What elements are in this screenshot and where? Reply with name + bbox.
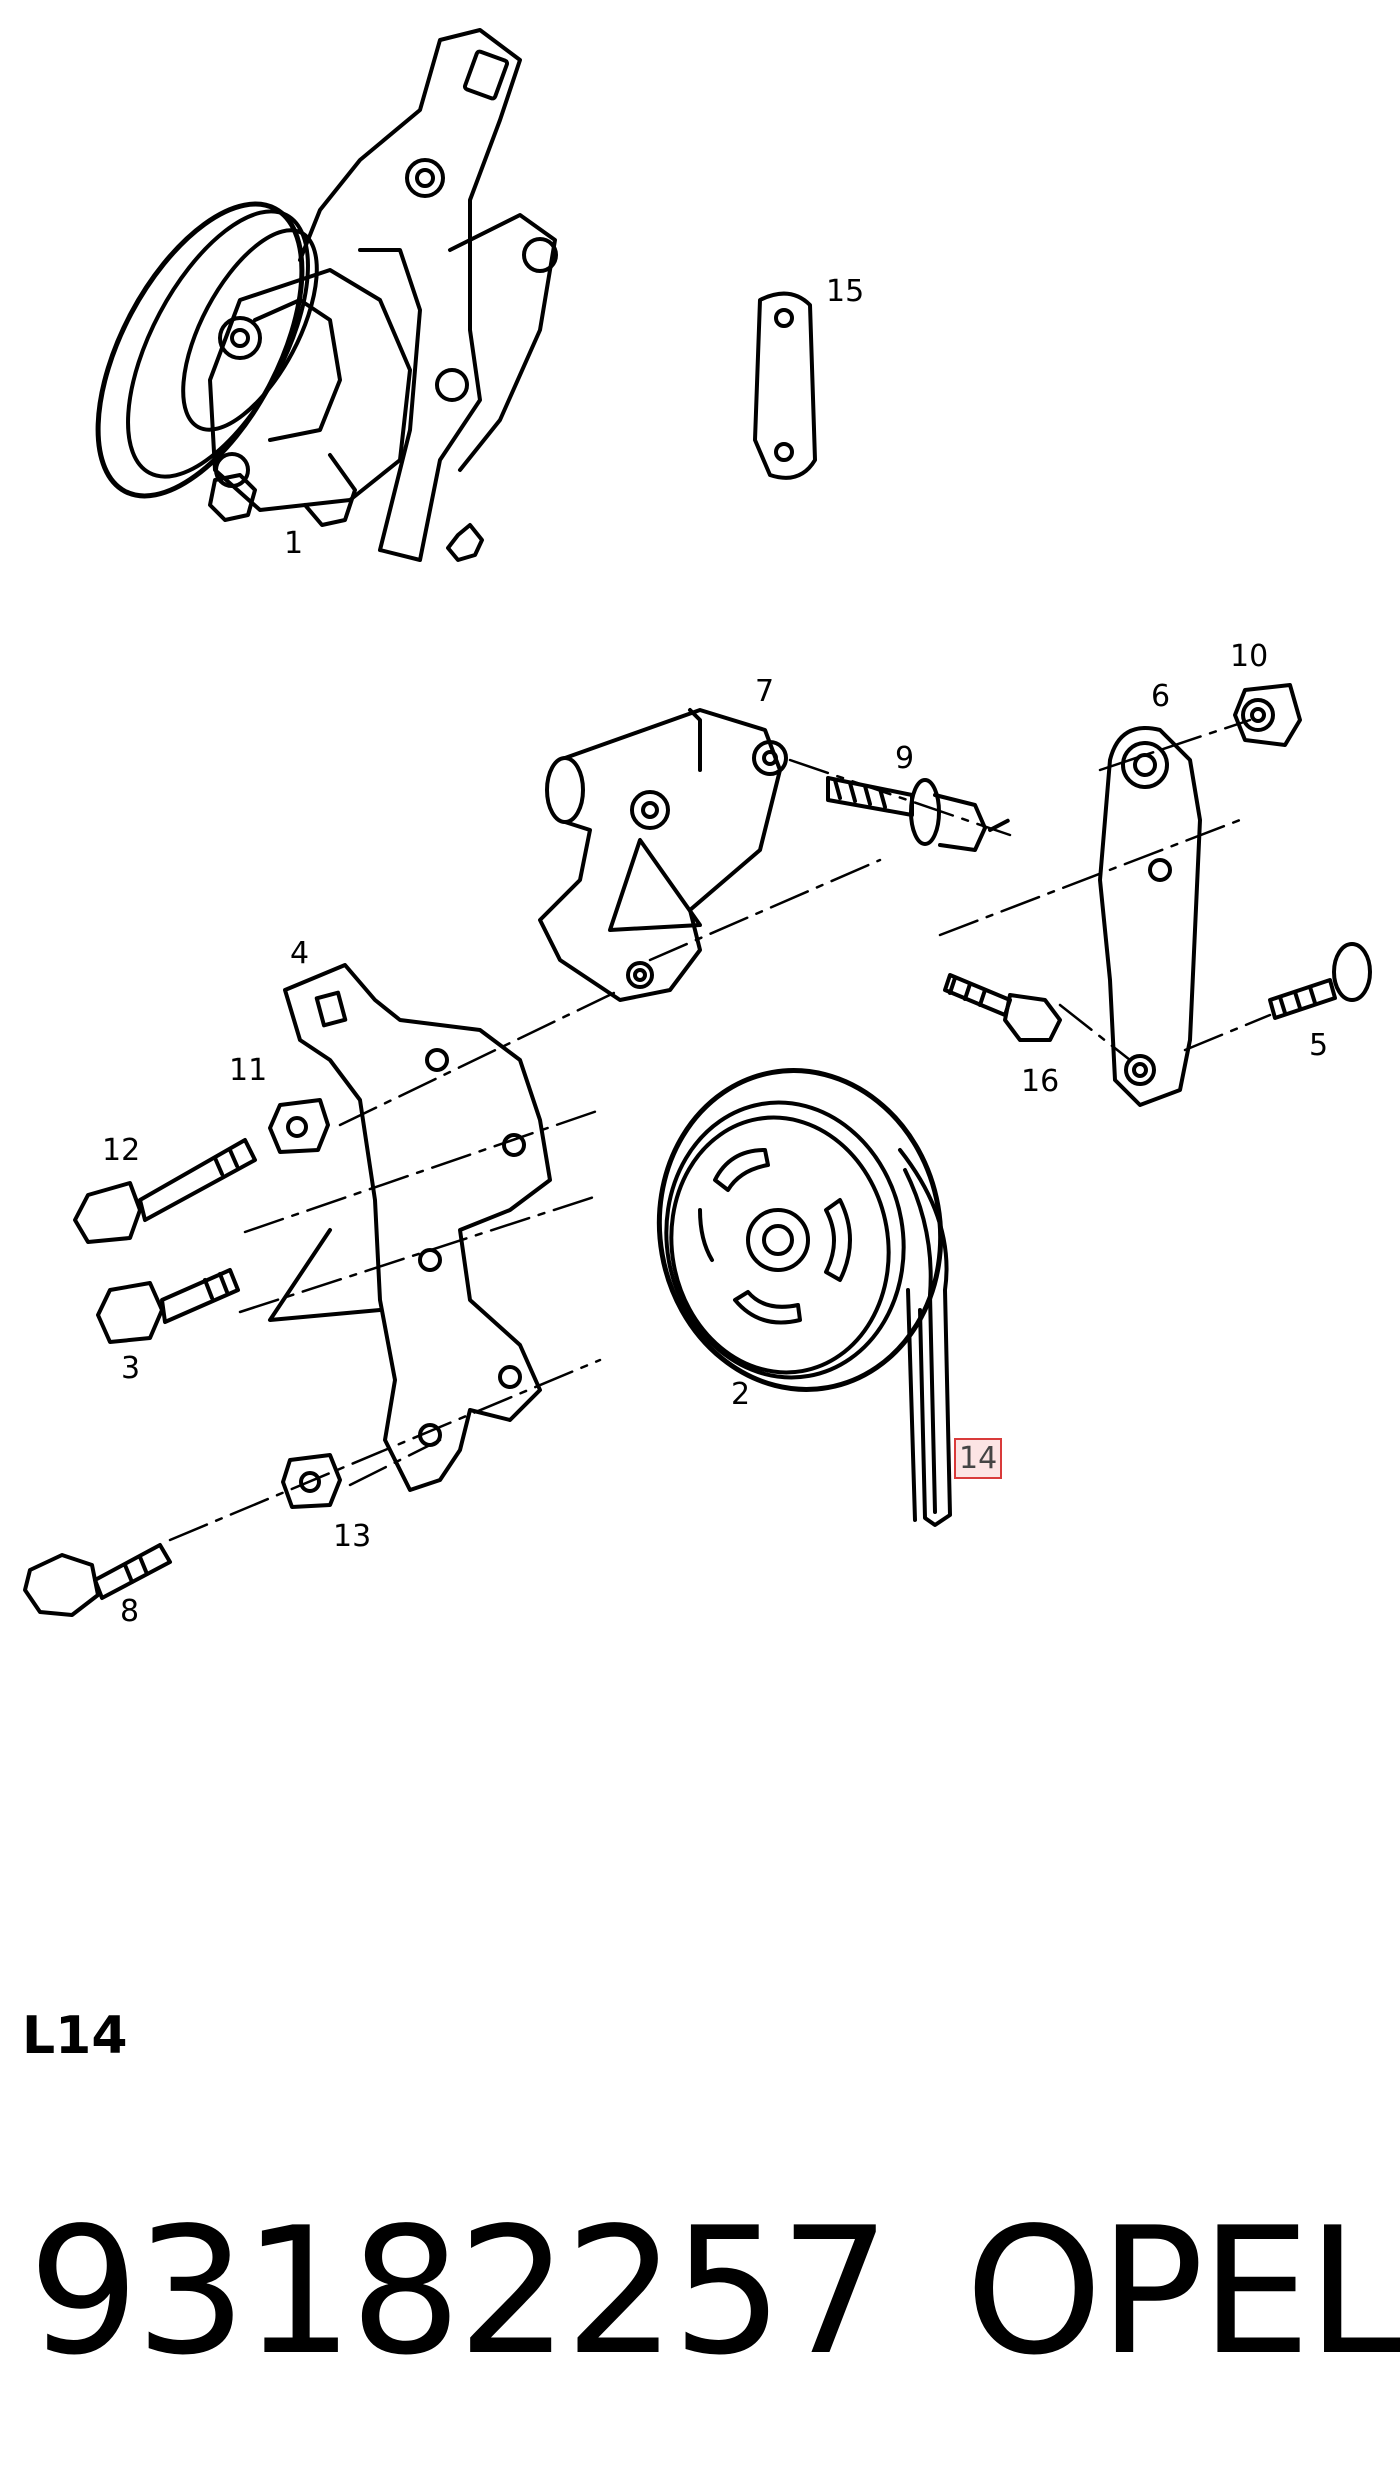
callout-15: 15: [826, 274, 865, 309]
callout-3: 3: [121, 1351, 141, 1386]
flange-nut: [1233, 683, 1302, 747]
drive-belt: [898, 1148, 952, 1527]
engine-bracket-plate: [268, 963, 552, 1492]
callout-4: 4: [290, 936, 310, 971]
flange-bolt: [826, 776, 1017, 852]
callout-6: 6: [1151, 679, 1171, 714]
washer-13: [281, 1453, 342, 1509]
mounting-bracket: [538, 708, 788, 1002]
pulley: [656, 1068, 944, 1392]
assembly-axis-lines: [168, 718, 1272, 1542]
callout-14-highlighted[interactable]: 14: [954, 1438, 1003, 1479]
callout-12: 12: [102, 1133, 141, 1168]
callout-13: 13: [333, 1519, 372, 1554]
bolt-3: [96, 1268, 240, 1344]
power-steering-pump: [95, 28, 558, 562]
callout-1: 1: [284, 526, 304, 561]
adjuster-bracket-arm: [1098, 726, 1202, 1107]
exploded-parts-diagram: [23, 28, 1372, 1617]
long-bolt-12: [73, 1138, 257, 1244]
callout-10: 10: [1230, 639, 1269, 674]
callout-7: 7: [755, 674, 775, 709]
flange-bolt-8: [23, 1543, 172, 1617]
bolt-16: [943, 973, 1062, 1042]
callout-9: 9: [895, 741, 915, 776]
part-number: 93182257: [28, 2191, 891, 2394]
callout-16: 16: [1021, 1064, 1060, 1099]
bolt-5: [1268, 942, 1372, 1020]
callout-5: 5: [1309, 1028, 1329, 1063]
callout-8: 8: [120, 1594, 140, 1629]
callout-11: 11: [229, 1053, 268, 1088]
washer-11: [268, 1098, 330, 1154]
callout-2: 2: [731, 1377, 751, 1412]
brand-name: OPEL: [965, 2191, 1400, 2394]
link-bracket: [753, 291, 817, 480]
variant-code: L14: [22, 2006, 128, 2066]
